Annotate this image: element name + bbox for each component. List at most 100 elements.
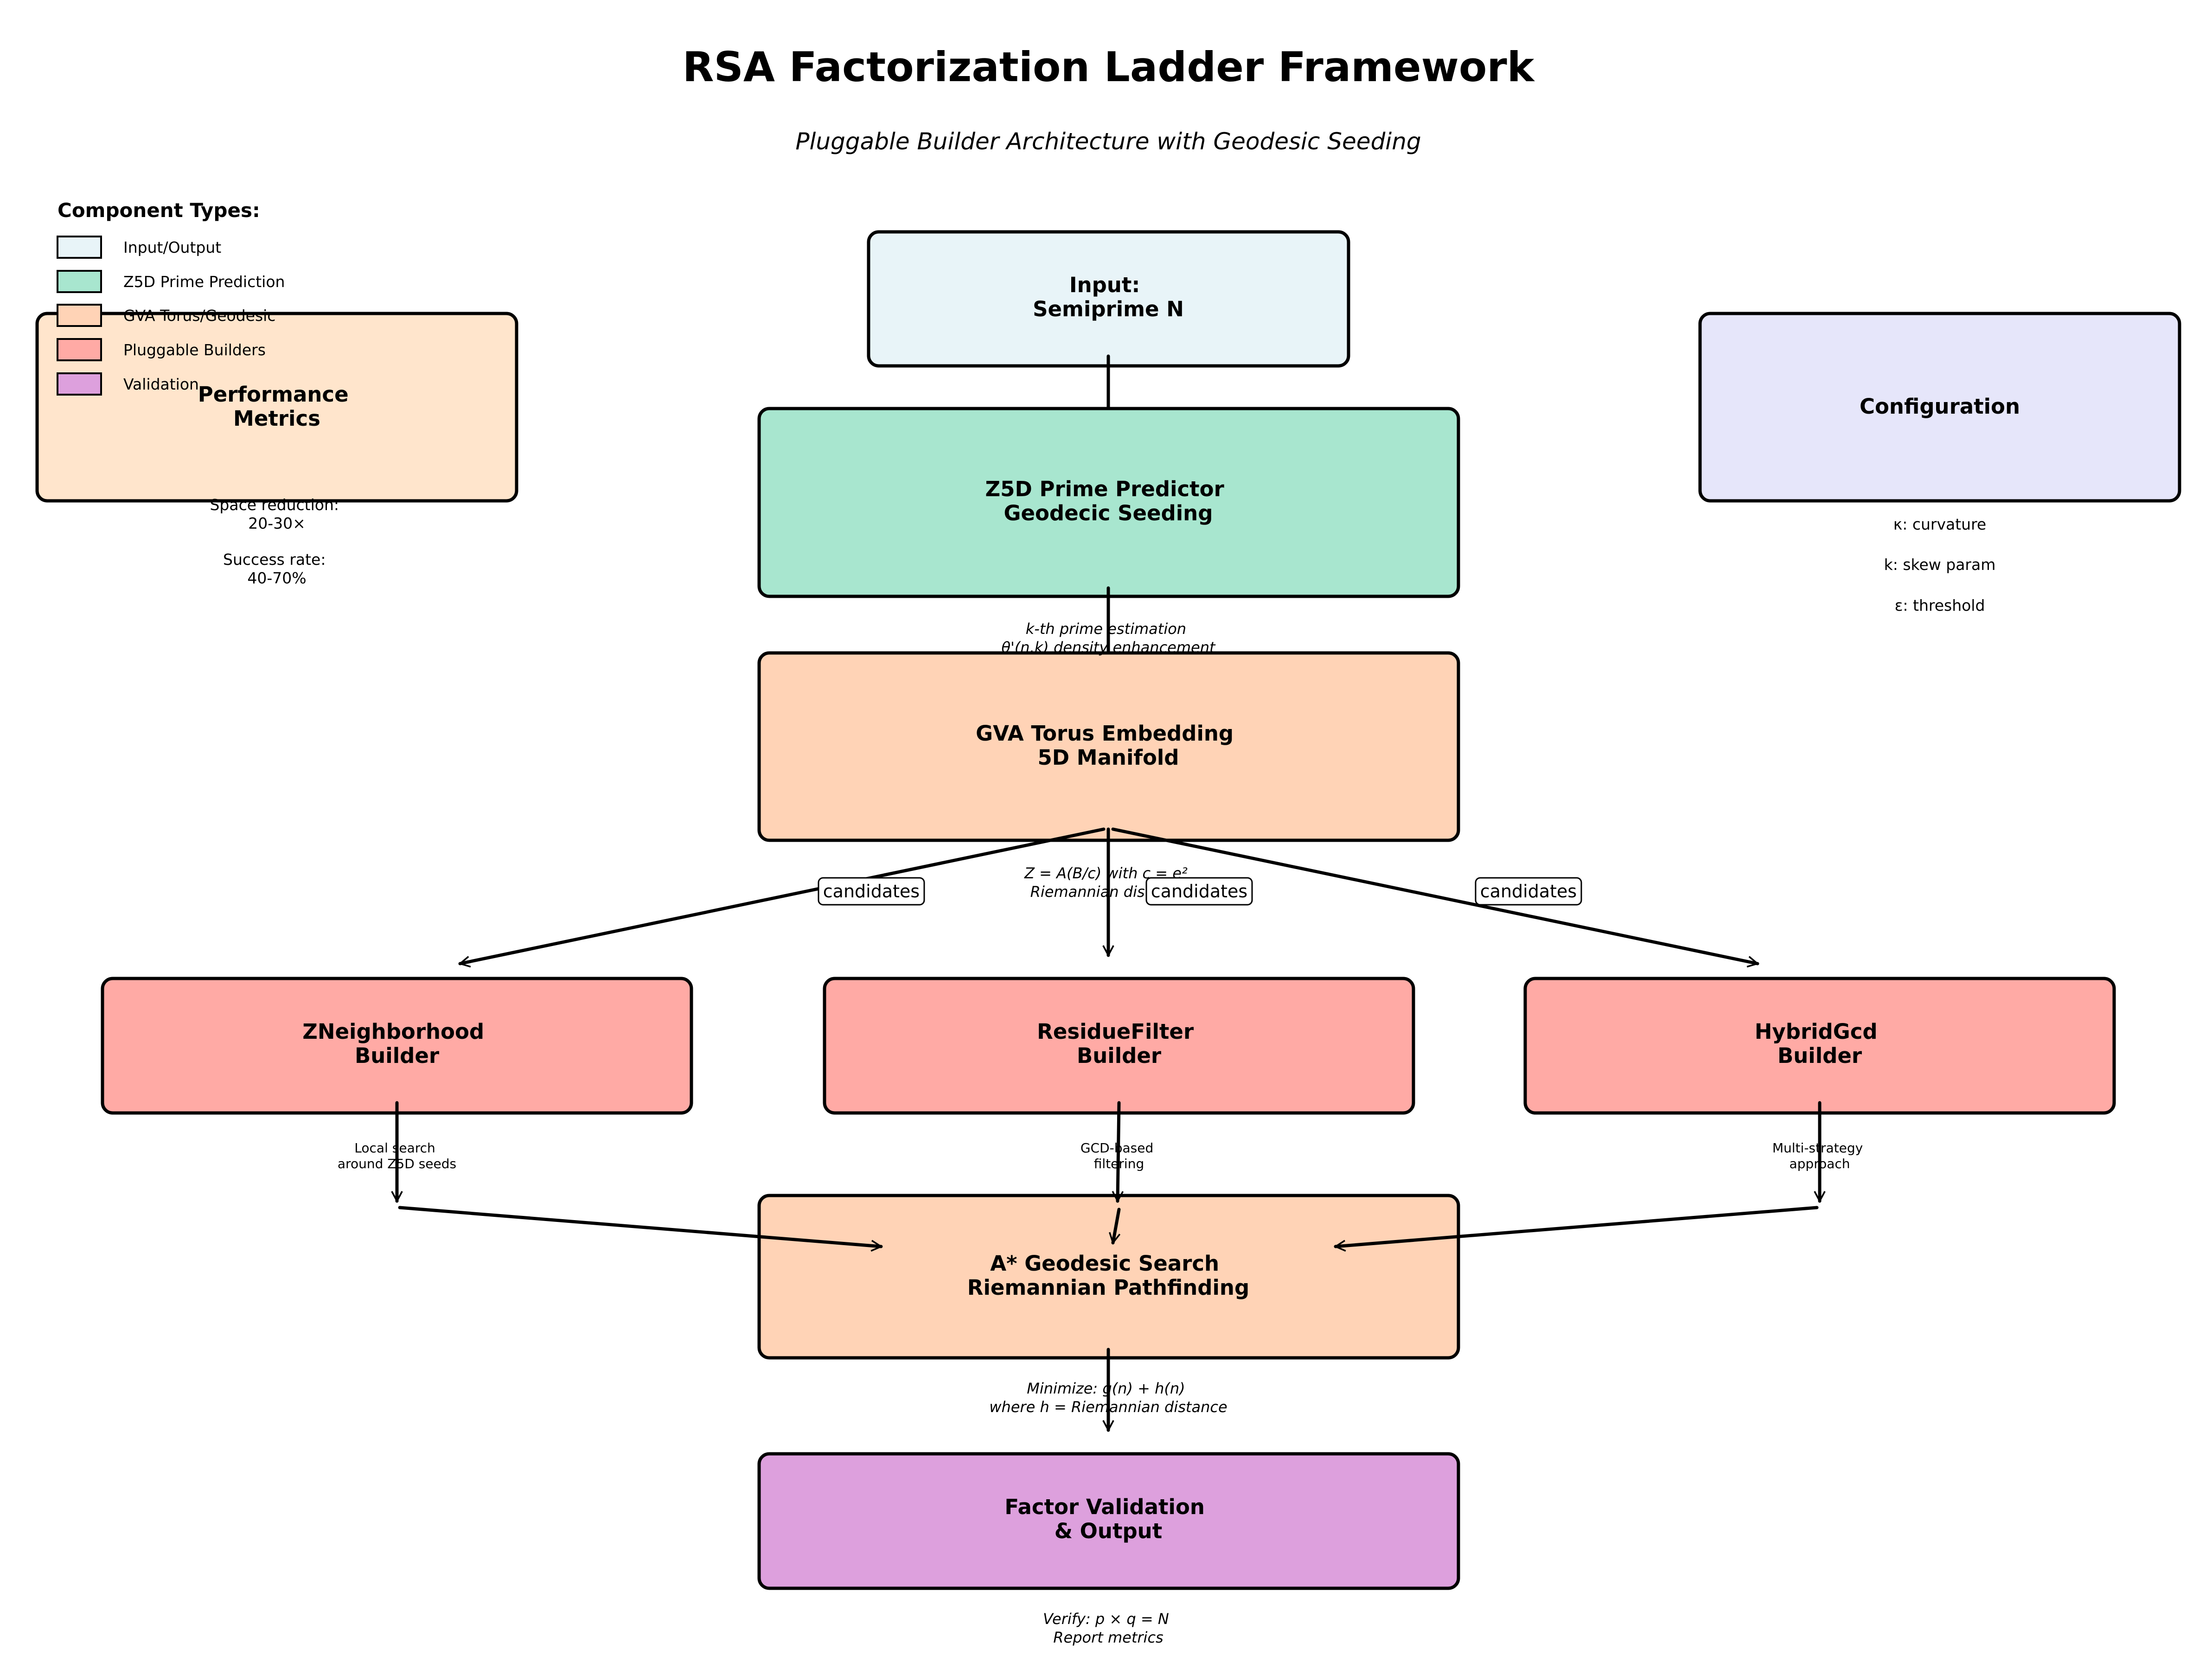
- arrow-gva-to-hybridgcd: [1111, 827, 1759, 968]
- edge-label-left-box: [818, 877, 925, 906]
- legend-label-validation: Validation: [123, 375, 199, 393]
- hybridgcd-line-1: HybridGcd: [1755, 1019, 1878, 1044]
- stat-success-rate: Success rate: 40-70%: [223, 550, 331, 587]
- legend-label-z5d: Z5D Prime Prediction: [123, 273, 285, 291]
- legend-item-builders: Pluggable Builders: [57, 338, 266, 361]
- performance-rect: [35, 312, 518, 503]
- configuration-label: Configuration: [1860, 394, 2020, 419]
- stat-space-reduction-label: Space reduction:: [210, 496, 339, 514]
- connectors: [391, 354, 1826, 1432]
- legend-swatch-z5d: [57, 270, 102, 293]
- legend-item-z5d: Z5D Prime Prediction: [57, 270, 285, 293]
- residuefilter-builder-node: ResidueFilter Builder: [823, 977, 1415, 1115]
- astar-note: Minimize: g(n) + h(n) where h = Riemanni…: [989, 1380, 1227, 1416]
- legend: Component Types: Input/Output Z5D Prime …: [57, 199, 285, 396]
- legend-title: Component Types:: [58, 199, 260, 222]
- edge-label-center-box: [1145, 877, 1253, 906]
- residuefilter-note-line-2: filtering: [1094, 1156, 1144, 1171]
- input-line-2: Semiprime N: [1033, 297, 1184, 321]
- legend-label-gva: GVA Torus/Geodesic: [123, 307, 275, 325]
- z5d-note: k-th prime estimation θ'(n,k) density en…: [1001, 620, 1216, 656]
- astar-note-line-2: where h = Riemannian distance: [989, 1398, 1227, 1416]
- residuefilter-label: ResidueFilter Builder: [1037, 1019, 1201, 1068]
- validation-label: Factor Validation & Output: [1004, 1495, 1212, 1543]
- legend-item-validation: Validation: [57, 372, 199, 396]
- astar-label: A* Geodesic Search Riemannian Pathfindin…: [967, 1251, 1249, 1300]
- astar-line-2: Riemannian Pathfinding: [967, 1275, 1249, 1300]
- stat-space-reduction: Space reduction: 20-30×: [210, 496, 344, 532]
- zneighborhood-line-1: ZNeighborhood: [302, 1019, 484, 1044]
- validation-line-2: & Output: [1055, 1519, 1162, 1543]
- hybridgcd-note: Multi-strategy approach: [1772, 1140, 1867, 1171]
- input-line-1: Input:: [1069, 273, 1140, 297]
- configuration-params: κ: curvature k: skew param ε: threshold: [1884, 515, 1996, 614]
- validation-rect: [757, 1452, 1460, 1590]
- legend-label-builders: Pluggable Builders: [123, 341, 266, 359]
- legend-item-gva: GVA Torus/Geodesic: [57, 304, 275, 327]
- residuefilter-note-line-1: GCD-based: [1080, 1140, 1153, 1156]
- zneighborhood-line-2: Builder: [355, 1043, 440, 1068]
- gva-label: GVA Torus Embedding 5D Manifold: [976, 721, 1241, 770]
- legend-swatch-gva: [57, 304, 102, 327]
- arrow-gva-to-zneighborhood: [458, 827, 1106, 968]
- performance-line-2: Metrics: [233, 406, 320, 431]
- zneighborhood-note-line-2: around Z5D seeds: [338, 1156, 456, 1171]
- zneighborhood-note-line-1: Local search: [354, 1140, 435, 1156]
- astar-note-line-1: Minimize: g(n) + h(n): [1027, 1380, 1185, 1397]
- performance-metrics-box: Performance Metrics: [35, 312, 518, 503]
- arrow-zneighborhood-to-astar: [398, 1206, 883, 1252]
- legend-swatch-input-output: [57, 236, 102, 259]
- z5d-line-2: Geodecic Seeding: [1004, 501, 1213, 525]
- legend-label-input-output: Input/Output: [123, 238, 221, 256]
- edge-label-right-box: [1475, 877, 1582, 906]
- edge-label-left-text: candidates: [823, 881, 920, 902]
- edge-label-center-text: candidates: [1151, 881, 1247, 902]
- gva-node: GVA Torus Embedding 5D Manifold: [757, 651, 1460, 842]
- arrow-residuefilter-down: [1112, 1101, 1124, 1203]
- z5d-note-line-2: θ'(n,k) density enhancement: [1001, 639, 1216, 656]
- edge-label-right-text: candidates: [1480, 881, 1577, 902]
- configuration-box: Configuration: [1698, 312, 2181, 503]
- input-label: Input: Semiprime N: [1033, 273, 1184, 321]
- zneighborhood-builder-node: ZNeighborhood Builder: [101, 977, 693, 1115]
- hybridgcd-note-line-2: approach: [1789, 1156, 1850, 1171]
- performance-line-1: Performance: [198, 382, 349, 407]
- param-curvature: κ: curvature: [1893, 515, 1986, 533]
- validation-line-1: Factor Validation: [1004, 1495, 1204, 1519]
- gva-line-1: GVA Torus Embedding: [976, 721, 1234, 746]
- hybridgcd-builder-node: HybridGcd Builder: [1523, 977, 2116, 1115]
- stat-space-reduction-value: 20-30×: [248, 514, 306, 532]
- param-skew: k: skew param: [1884, 556, 1996, 574]
- z5d-label: Z5D Prime Predictor Geodecic Seeding: [985, 477, 1232, 525]
- page-subtitle: Pluggable Builder Architecture with Geod…: [795, 128, 1421, 155]
- gva-line-2: 5D Manifold: [1037, 745, 1179, 770]
- residuefilter-line-2: Builder: [1077, 1043, 1162, 1068]
- hybridgcd-note-line-1: Multi-strategy: [1772, 1140, 1863, 1156]
- arrow-hybridgcd-to-astar: [1334, 1206, 1819, 1252]
- validation-note-line-1: Verify: p × q = N: [1043, 1610, 1169, 1628]
- input-node: Input: Semiprime N: [867, 230, 1350, 368]
- stat-success-rate-value: 40-70%: [247, 569, 306, 587]
- edge-label-right: candidates: [1475, 877, 1582, 906]
- validation-note-line-2: Report metrics: [1053, 1629, 1163, 1646]
- legend-item-input-output: Input/Output: [57, 236, 221, 259]
- arrow-residuefilter-to-astar: [1109, 1208, 1121, 1245]
- validation-node: Factor Validation & Output: [757, 1452, 1460, 1590]
- zneighborhood-label: ZNeighborhood Builder: [302, 1019, 492, 1068]
- configuration-rect: [1698, 312, 2181, 503]
- z5d-note-line-1: k-th prime estimation: [1026, 620, 1186, 638]
- performance-stats: Space reduction: 20-30× Success rate: 40…: [210, 496, 344, 587]
- validation-note: Verify: p × q = N Report metrics: [1043, 1610, 1174, 1646]
- param-threshold: ε: threshold: [1895, 596, 1985, 614]
- hybridgcd-label: HybridGcd Builder: [1755, 1019, 1885, 1068]
- astar-node: A* Geodesic Search Riemannian Pathfindin…: [757, 1194, 1460, 1360]
- zneighborhood-note: Local search around Z5D seeds: [338, 1140, 456, 1171]
- edge-labels: candidates candidates candidates: [818, 877, 1582, 906]
- z5d-node: Z5D Prime Predictor Geodecic Seeding: [757, 407, 1460, 598]
- residuefilter-note: GCD-based filtering: [1080, 1140, 1157, 1171]
- performance-label: Performance Metrics: [198, 382, 356, 431]
- edge-label-center: candidates: [1145, 877, 1253, 906]
- stat-success-rate-label: Success rate:: [223, 550, 326, 569]
- page-title: RSA Factorization Ladder Framework: [683, 43, 1535, 91]
